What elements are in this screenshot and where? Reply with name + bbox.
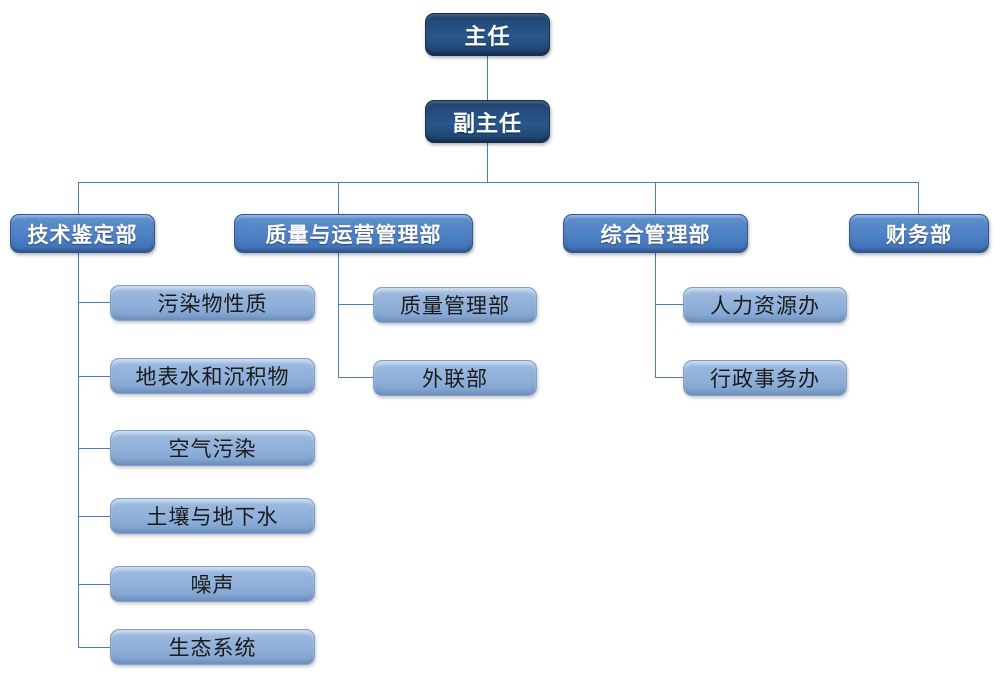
- node-unit-quality-management[interactable]: 质量管理部: [373, 287, 537, 323]
- node-unit-human-resources[interactable]: 人力资源办: [683, 287, 847, 323]
- node-department-tech-appraisal[interactable]: 技术鉴定部: [10, 214, 155, 253]
- node-deputy-director[interactable]: 副主任: [425, 100, 550, 143]
- connector-drop-general-admin: [655, 182, 656, 215]
- connector-tech-appraisal-elbow-2: [78, 376, 110, 377]
- node-unit-administrative-affairs[interactable]: 行政事务办: [683, 360, 847, 396]
- connector-tech-appraisal-elbow-4: [78, 516, 110, 517]
- node-unit-air-pollution[interactable]: 空气污染: [110, 430, 315, 466]
- node-unit-ecosystem[interactable]: 生态系统: [110, 629, 315, 665]
- node-department-quality-ops[interactable]: 质量与运营管理部: [234, 214, 473, 253]
- connector-tech-appraisal-elbow-5: [78, 584, 110, 585]
- connector-general-admin-spine: [655, 252, 656, 377]
- node-unit-soil-groundwater[interactable]: 土壤与地下水: [110, 498, 315, 534]
- connector-general-admin-elbow-1: [655, 304, 683, 305]
- connector-drop-tech-appraisal: [78, 182, 79, 215]
- node-unit-pollutant-properties[interactable]: 污染物性质: [110, 285, 315, 321]
- connector-tech-appraisal-elbow-1: [78, 302, 110, 303]
- node-department-finance[interactable]: 财务部: [849, 214, 989, 253]
- connector-tech-appraisal-spine: [78, 252, 79, 647]
- node-director[interactable]: 主任: [425, 13, 550, 56]
- node-unit-surface-water-sediment[interactable]: 地表水和沉积物: [110, 358, 315, 394]
- connector-general-admin-elbow-2: [655, 377, 683, 378]
- connector-deputy-to-bus: [487, 143, 488, 182]
- connector-quality-ops-spine: [338, 252, 339, 377]
- connector-drop-finance: [918, 182, 919, 215]
- node-unit-noise[interactable]: 噪声: [110, 566, 315, 602]
- node-unit-external-liaison[interactable]: 外联部: [373, 360, 537, 396]
- connector-drop-quality-ops: [338, 182, 339, 215]
- connector-tech-appraisal-elbow-6: [78, 647, 110, 648]
- node-department-general-admin[interactable]: 综合管理部: [563, 214, 748, 253]
- connector-tech-appraisal-elbow-3: [78, 448, 110, 449]
- connector-department-bus: [78, 182, 919, 183]
- connector-quality-ops-elbow-2: [338, 377, 373, 378]
- connector-director-to-deputy: [487, 55, 488, 100]
- connector-quality-ops-elbow-1: [338, 304, 373, 305]
